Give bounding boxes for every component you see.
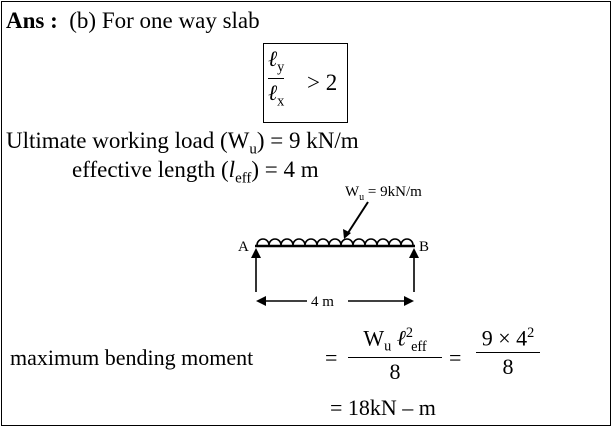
ly-symbol: ℓ [268, 47, 278, 72]
formula-l: ℓ [396, 326, 406, 352]
beam-diagram: Wu = 9kN/m A B 4 m [238, 184, 429, 310]
effective-length-pre: effective length ( [72, 157, 229, 182]
ultimate-load-post: ) = 9 kN/m [256, 128, 359, 153]
load-pointer-head [343, 229, 351, 239]
effective-length-sub: eff [235, 170, 252, 187]
moment-label: maximum bending moment [10, 345, 254, 370]
heading-text: For one way slab [101, 8, 260, 33]
reaction-a-head [251, 248, 261, 258]
span-dim-left-head [256, 296, 266, 306]
moment-equals-1: = [325, 345, 338, 370]
calc-numerator: 9 × 4 [481, 325, 528, 351]
span-dim-right-head [404, 296, 414, 306]
formula-l-sup: 2 [405, 325, 414, 341]
lx-symbol: ℓ [268, 80, 278, 106]
slab-ratio-box [263, 43, 348, 123]
calc-numerator-sup: 2 [527, 325, 535, 341]
ly-subscript: y [277, 59, 285, 76]
effective-length-post: ) = 4 m [251, 157, 319, 182]
effective-length-line: effective length (leff) = 4 m [72, 157, 319, 188]
calc-denominator: 8 [502, 354, 514, 380]
load-label: Wu = 9kN/m [345, 184, 422, 203]
moment-result: = 18kN – m [330, 395, 436, 420]
effective-length-symbol: l [228, 157, 236, 182]
moment-equals-2: = [449, 345, 462, 370]
support-a-label: A [238, 239, 249, 255]
moment-calc-fraction: 9 × 42 8 [476, 326, 540, 378]
ultimate-load-sub: u [249, 141, 257, 158]
distributed-load-loops [256, 238, 414, 246]
lx-subscript: x [277, 93, 285, 110]
support-b-label: B [419, 239, 429, 255]
option-label: (b) [69, 8, 97, 33]
moment-formula-fraction: Wu ℓ2eff 8 [348, 326, 442, 383]
span-label: 4 m [311, 294, 334, 310]
answer-heading: Ans : (b) For one way slab [6, 8, 260, 34]
ratio-relation: > 2 [307, 70, 338, 95]
span-ratio-fraction: ℓy ℓx [268, 47, 285, 110]
ans-label: Ans : [6, 8, 58, 33]
formula-w: W [363, 325, 385, 351]
reaction-b-head [409, 248, 419, 258]
formula-denominator: 8 [389, 359, 401, 385]
formula-l-sub: eff [411, 338, 427, 355]
ultimate-load-line: Ultimate working load (Wu) = 9 kN/m [6, 128, 359, 159]
load-pointer-arrow [345, 201, 369, 237]
formula-w-sub: u [384, 338, 392, 355]
ultimate-load-pre: Ultimate working load (W [6, 128, 250, 153]
